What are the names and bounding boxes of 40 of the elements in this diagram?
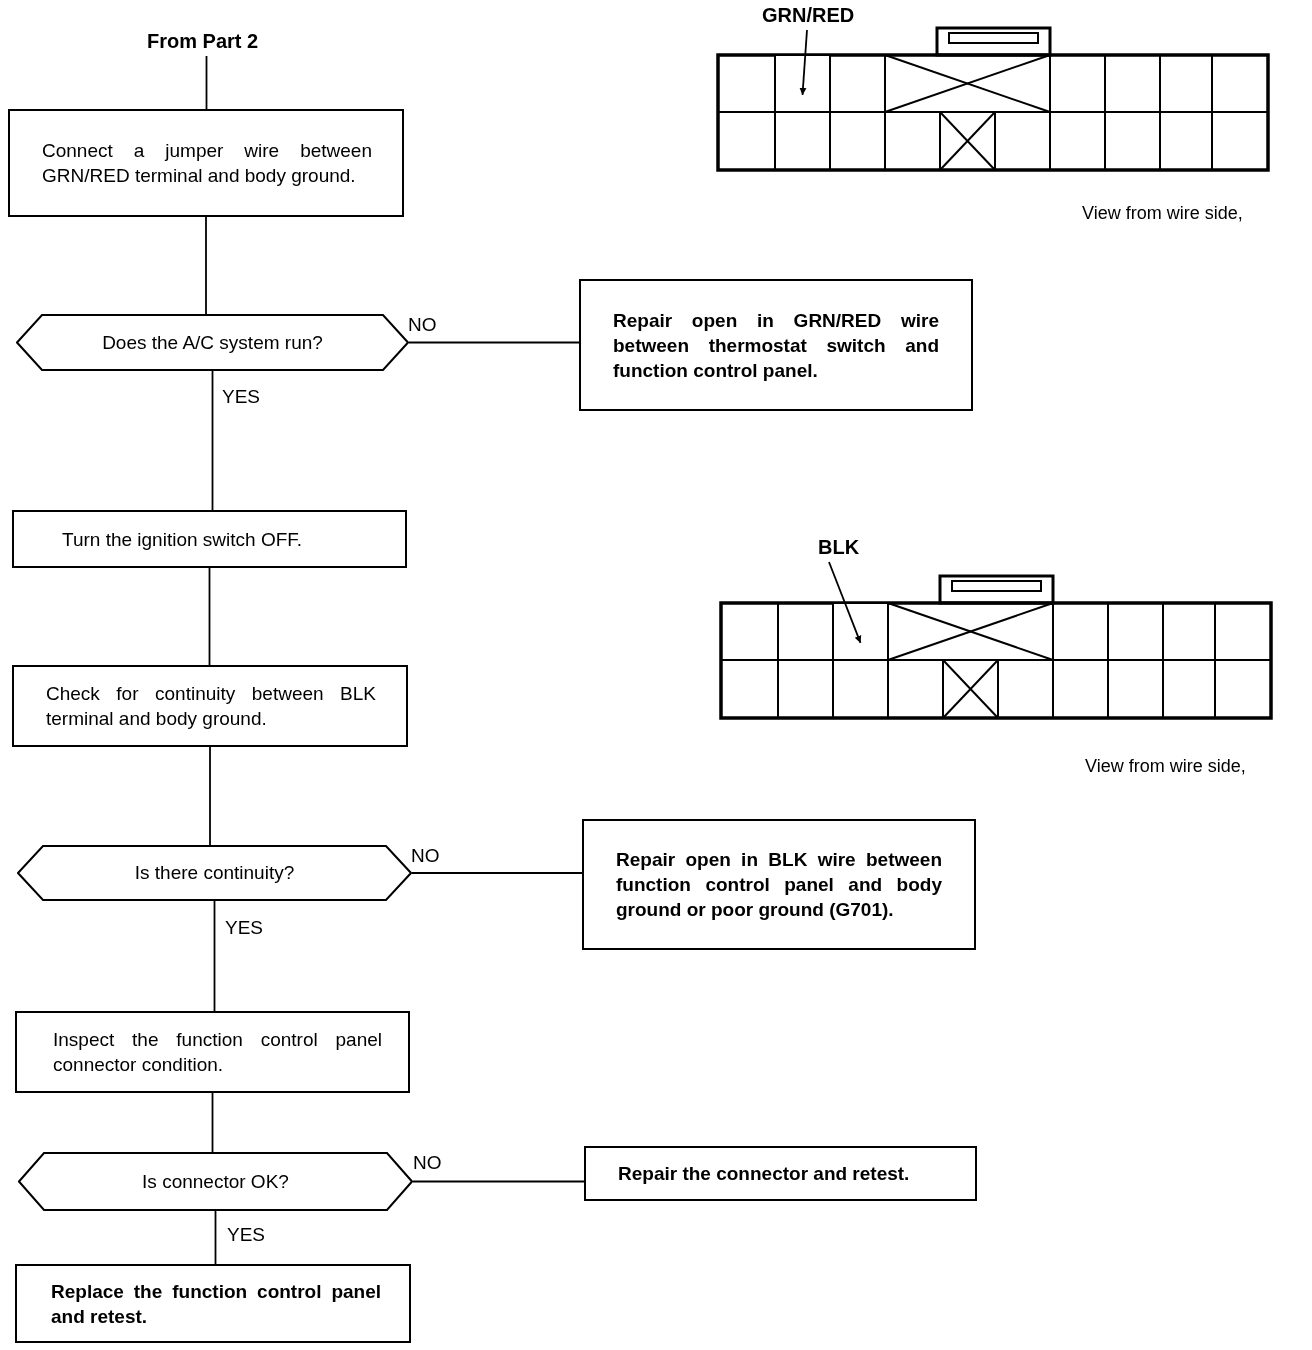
step-text: Connect a jumper wire between GRN/RED terminal and body ground. [42, 139, 372, 188]
decision-text: Does the A/C system run? [102, 331, 323, 354]
wire-label: BLK [818, 536, 860, 559]
view-note: View from wire side, [1082, 203, 1243, 224]
wire-label: GRN/RED [762, 4, 855, 27]
connector-line [408, 341, 580, 344]
step-text: Inspect the function control panel connector condition. [53, 1028, 382, 1077]
step-text: Turn the ignition switch OFF. [62, 527, 304, 552]
process-box [8, 109, 404, 217]
connector-line [213, 900, 216, 1012]
step-text: Replace the function control panel and retest. [51, 1279, 381, 1329]
step-text: Repair the connector and retest. [618, 1162, 911, 1186]
start-label: From Part 2 [147, 30, 259, 53]
process-box [12, 510, 407, 568]
connector-line [205, 55, 208, 110]
connector-line [208, 567, 211, 666]
step-text: Repair open in BLK wire between function control panel and body ground or poor ground (G701). [616, 848, 942, 922]
step-text: Check for continuity between BLK terminal and body ground. [46, 682, 376, 731]
connector-line [214, 1210, 217, 1265]
decision-text: Is connector OK? [142, 1170, 289, 1193]
process-box [15, 1011, 410, 1093]
action-box [579, 279, 973, 411]
step-text: Repair open in GRN/RED wire between thermostat switch and function control panel. [613, 308, 939, 383]
connector-line [211, 370, 214, 511]
decision-hexagon [18, 1152, 413, 1211]
connector-line [209, 746, 211, 846]
connector-line [211, 1092, 214, 1153]
action-box [582, 819, 976, 950]
action-box [15, 1264, 411, 1343]
decision-hexagon [16, 314, 409, 371]
connector-line [411, 872, 583, 874]
decision-text: Is there continuity? [134, 862, 295, 884]
process-box [12, 665, 408, 747]
view-note: View from wire side, [1085, 756, 1246, 777]
decision-hexagon [17, 845, 412, 901]
connector-line [412, 1180, 585, 1183]
action-box [584, 1146, 977, 1201]
leader-line [799, 29, 808, 96]
connector-line [205, 216, 207, 315]
leader-line [828, 561, 862, 644]
